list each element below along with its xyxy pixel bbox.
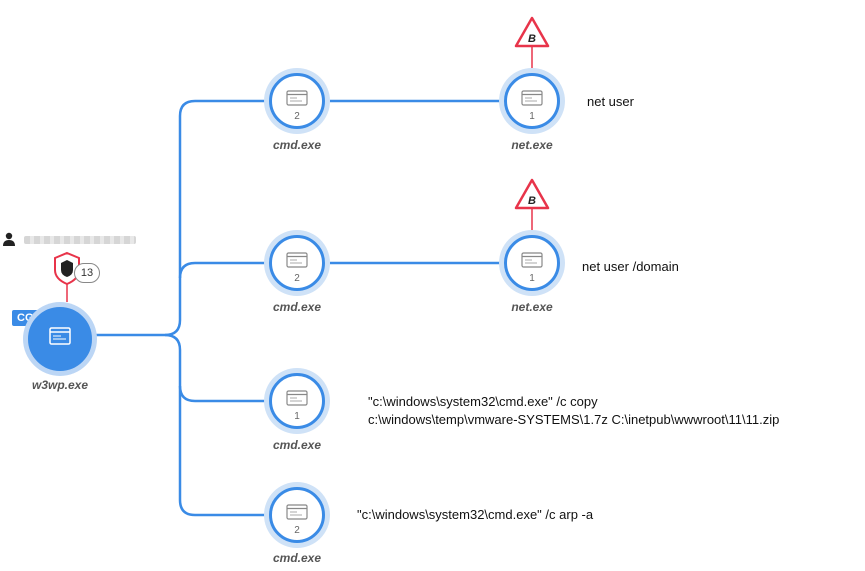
alert-letter: B — [528, 195, 536, 207]
node-count: 2 — [294, 525, 300, 536]
detection-count-badge[interactable]: 13 — [74, 263, 100, 283]
command-note-line2: c:\windows\temp\vmware-SYSTEMS\1.7z C:\i… — [368, 412, 780, 427]
alert-letter: B — [528, 33, 536, 45]
window-icon — [286, 504, 308, 520]
window-icon — [49, 327, 71, 345]
process-label-cmd: cmd.exe — [272, 138, 322, 152]
process-node-cmd-2[interactable]: 2 — [264, 230, 330, 296]
process-label-net: net.exe — [511, 300, 553, 314]
command-note-line1: "c:\windows\system32\cmd.exe" /c copy — [368, 394, 598, 409]
window-icon — [286, 252, 308, 268]
command-note: "c:\windows\system32\cmd.exe" /c arp -a — [357, 507, 594, 522]
edge-root-branch-4 — [178, 386, 266, 517]
window-icon — [286, 390, 308, 406]
node-count: 2 — [294, 273, 300, 284]
process-label-cmd: cmd.exe — [272, 300, 322, 314]
node-count: 1 — [529, 273, 535, 284]
node-count: 1 — [529, 111, 535, 122]
user-name-redacted — [24, 236, 136, 244]
command-note: net user /domain — [582, 259, 679, 274]
process-label-w3wp: w3wp.exe — [31, 378, 89, 392]
node-ring — [269, 373, 325, 429]
edge-root-trunk — [96, 99, 266, 337]
process-node-w3wp[interactable] — [23, 302, 97, 376]
window-icon — [521, 252, 543, 268]
node-count: 1 — [294, 411, 300, 422]
node-count: 2 — [294, 111, 300, 122]
command-note: net user — [587, 94, 634, 109]
window-icon — [286, 90, 308, 106]
process-node-net-1[interactable]: 1 — [499, 68, 565, 134]
process-label-cmd: cmd.exe — [272, 551, 322, 565]
process-label-net: net.exe — [511, 138, 553, 152]
window-icon — [521, 90, 543, 106]
process-node-net-2[interactable]: 1 — [499, 230, 565, 296]
process-node-cmd-4[interactable]: 2 — [264, 482, 330, 548]
process-node-cmd-1[interactable]: 2 — [264, 68, 330, 134]
alert-triangle-icon[interactable]: B — [514, 178, 550, 210]
process-node-cmd-3[interactable]: 1 — [264, 368, 330, 434]
alert-triangle-icon[interactable]: B — [514, 16, 550, 48]
person-icon — [3, 232, 15, 246]
edge-root-branch-2 — [178, 261, 266, 279]
process-label-cmd: cmd.exe — [272, 438, 322, 452]
